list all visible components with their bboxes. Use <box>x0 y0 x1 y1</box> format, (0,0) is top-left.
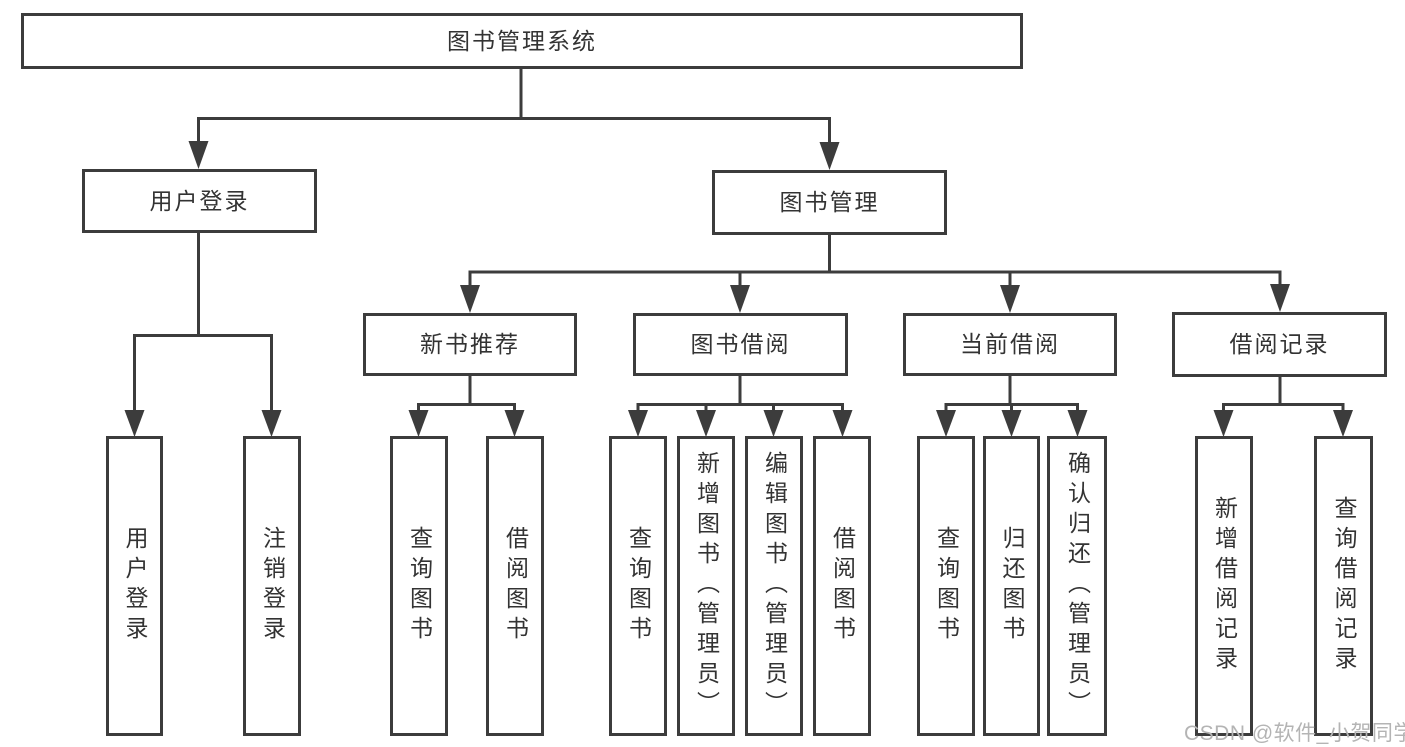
node-user-login-branch: 用户登录 <box>82 169 317 233</box>
node-borrowing-records: 借阅记录 <box>1172 312 1387 377</box>
leaf-add-borrow-record: 新增借阅记录 <box>1195 436 1253 736</box>
arrowhead-icons <box>124 141 1353 437</box>
node-current-borrowing: 当前借阅 <box>903 313 1117 376</box>
node-library-management-system: 图书管理系统 <box>21 13 1023 69</box>
leaf-borrow-books-borrowing: 借阅图书 <box>813 436 871 736</box>
node-book-borrowing: 图书借阅 <box>633 313 848 376</box>
leaf-query-books-borrowing: 查询图书 <box>609 436 667 736</box>
leaf-return-book: 归还图书 <box>983 436 1040 736</box>
leaf-logout: 注销登录 <box>243 436 301 736</box>
csdn-watermark: CSDN @软件_小贺同学 <box>1184 722 1405 745</box>
leaf-user-login: 用户登录 <box>106 436 163 736</box>
leaf-query-books-recommend: 查询图书 <box>390 436 448 736</box>
leaf-edit-book-admin: 编辑图书（管理员） <box>745 436 803 736</box>
leaf-query-books-current: 查询图书 <box>917 436 975 736</box>
node-new-book-recommendation: 新书推荐 <box>363 313 577 376</box>
leaf-borrow-books-recommend: 借阅图书 <box>486 436 544 736</box>
leaf-confirm-return-admin: 确认归还（管理员） <box>1047 436 1107 736</box>
node-book-management-branch: 图书管理 <box>712 170 947 235</box>
leaf-query-borrow-record: 查询借阅记录 <box>1314 436 1373 736</box>
leaf-add-book-admin: 新增图书（管理员） <box>677 436 735 736</box>
